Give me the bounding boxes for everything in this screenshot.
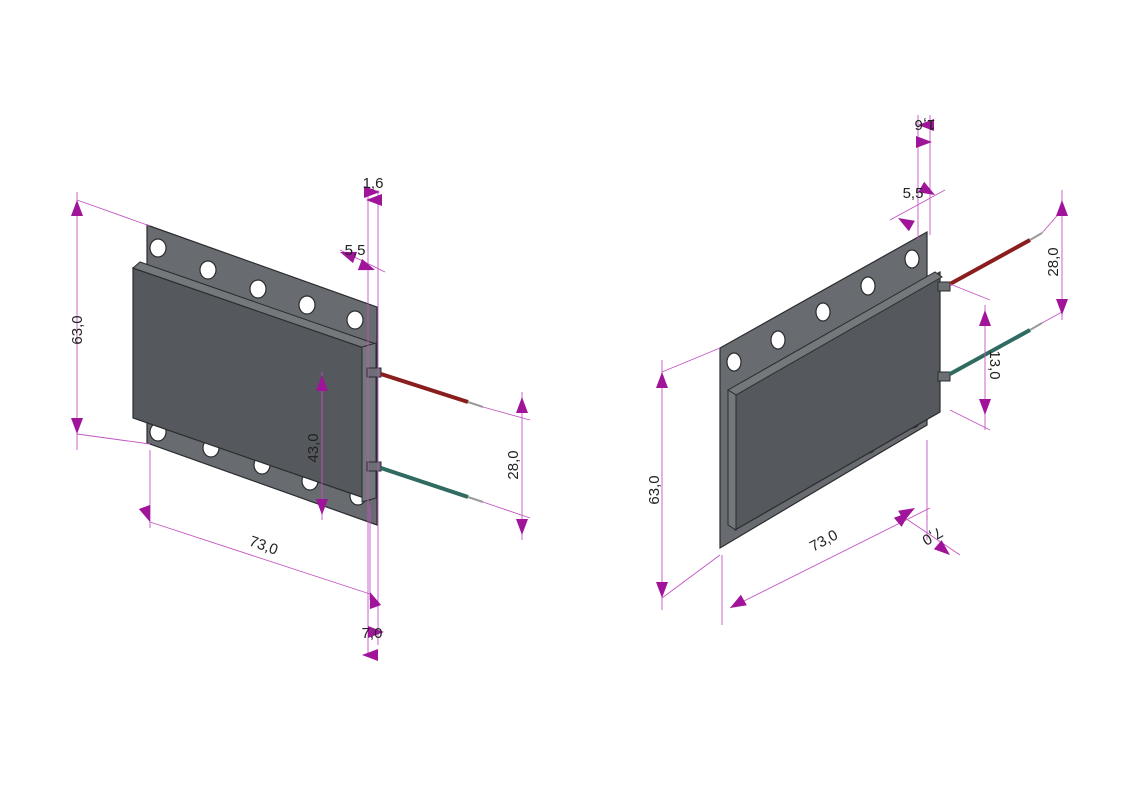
left-lead-height-label: 43,0 bbox=[305, 433, 322, 462]
right-height-label: 63,0 bbox=[646, 475, 663, 504]
arrowhead bbox=[656, 372, 668, 388]
hole bbox=[149, 238, 167, 258]
left-length-label: 73,0 bbox=[247, 533, 280, 559]
left-end-rail bbox=[361, 342, 377, 503]
arrowhead bbox=[138, 504, 156, 525]
left-bottom-depth-label: 7,0 bbox=[362, 625, 383, 642]
arrowhead bbox=[71, 418, 83, 434]
arrowhead bbox=[357, 258, 378, 276]
right-dimension-labels: 63,0 73,0 1,6 5,5 28,0 13,0 7,0 bbox=[646, 116, 1062, 555]
left-view: 63,0 73,0 1,6 5,5 43,0 28,0 7,0 bbox=[69, 175, 531, 661]
right-view: 63,0 73,0 1,6 5,5 28,0 13,0 7,0 bbox=[646, 115, 1068, 625]
left-heater-part bbox=[132, 224, 484, 526]
arrowhead bbox=[979, 310, 991, 326]
hole bbox=[815, 302, 831, 322]
right-lead-spacing-label: 28,0 bbox=[1045, 247, 1062, 276]
right-red-lead bbox=[949, 238, 1031, 286]
right-lead-offset-label: 5,5 bbox=[903, 185, 924, 202]
right-lug-bottom bbox=[937, 371, 951, 382]
left-height-label: 63,0 bbox=[69, 315, 86, 344]
hole bbox=[770, 330, 786, 350]
left-lead-offset-label: 5,5 bbox=[345, 242, 366, 259]
right-lug-top bbox=[937, 281, 951, 292]
arrowhead bbox=[516, 519, 528, 535]
left-green-lead bbox=[380, 466, 469, 499]
arrowhead bbox=[979, 399, 991, 415]
right-length-label: 73,0 bbox=[807, 527, 841, 556]
right-lead-height-label: 13,0 bbox=[986, 350, 1003, 379]
right-red-lead-tip bbox=[1029, 232, 1043, 241]
left-red-lead bbox=[380, 372, 469, 404]
hole bbox=[726, 352, 742, 372]
left-lug-bottom bbox=[366, 461, 382, 472]
arrowhead bbox=[656, 582, 668, 598]
hole bbox=[346, 310, 364, 330]
hole bbox=[199, 260, 217, 280]
hole bbox=[298, 295, 316, 315]
right-side-rail bbox=[727, 389, 737, 531]
left-thickness-label: 1,6 bbox=[363, 175, 384, 192]
hole bbox=[249, 279, 267, 299]
right-heater-part bbox=[719, 230, 1043, 550]
left-lead-spacing-label: 28,0 bbox=[505, 450, 522, 479]
arrowhead bbox=[516, 397, 528, 413]
arrowhead bbox=[71, 200, 83, 216]
hole bbox=[860, 276, 876, 296]
right-green-lead bbox=[949, 328, 1031, 376]
left-green-lead-tip bbox=[467, 496, 484, 503]
arrowhead bbox=[362, 649, 378, 661]
right-thickness-label: 1,6 bbox=[915, 116, 936, 133]
arrowhead bbox=[1056, 200, 1068, 216]
hole bbox=[904, 249, 920, 269]
arrowhead bbox=[1056, 299, 1068, 315]
right-green-lead-tip bbox=[1029, 322, 1043, 331]
left-red-lead-tip bbox=[467, 401, 484, 408]
arrowhead bbox=[727, 594, 747, 614]
left-lug-top bbox=[366, 367, 382, 378]
